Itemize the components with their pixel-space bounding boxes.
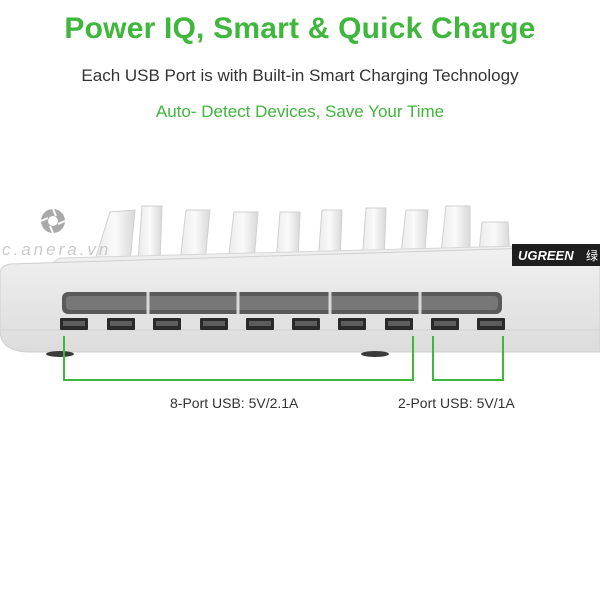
usb-port-icon [338, 318, 366, 330]
usb-port-icon [246, 318, 274, 330]
usb-ports [60, 318, 505, 330]
usb-port-icon [477, 318, 505, 330]
brand-logo: UGREEN [518, 248, 574, 263]
camera-aperture-icon [40, 208, 66, 234]
headline: Power IQ, Smart & Quick Charge [64, 12, 536, 45]
usb-port-icon [60, 318, 88, 330]
brand-logo-suffix: 绿 [586, 248, 598, 263]
callout-label-2-port: 2-Port USB: 5V/1A [398, 395, 515, 411]
usb-port-icon [153, 318, 181, 330]
usb-port-icon [292, 318, 320, 330]
callout-bracket-2-port [432, 336, 504, 381]
usb-port-icon [385, 318, 413, 330]
usb-port-icon [200, 318, 228, 330]
callout-label-8-port: 8-Port USB: 5V/2.1A [170, 395, 299, 411]
watermark: c.anera.vn [2, 240, 112, 259]
feature-line: Auto- Detect Devices, Save Your Time [155, 102, 445, 121]
usb-port-icon [107, 318, 135, 330]
callout-bracket-8-port [63, 336, 414, 381]
usb-port-icon [431, 318, 459, 330]
subheadline: Each USB Port is with Built-in Smart Cha… [81, 66, 519, 85]
